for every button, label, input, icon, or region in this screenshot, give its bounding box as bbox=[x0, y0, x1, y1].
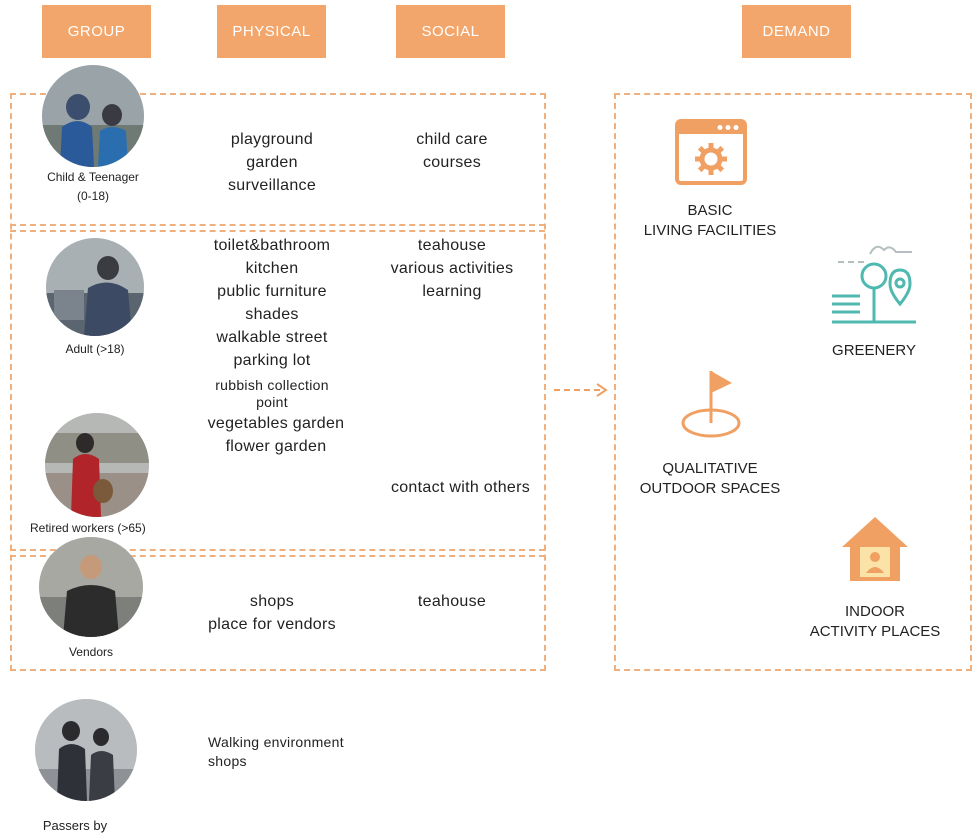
physical-adult-list: toilet&bathroom kitchen public furniture… bbox=[192, 234, 352, 372]
demand-indoor-line2: ACTIVITY PLACES bbox=[809, 623, 941, 640]
physical-item: parking lot bbox=[233, 352, 311, 369]
header-physical: PHYSICAL bbox=[217, 5, 326, 58]
group-matrix-box bbox=[10, 93, 546, 671]
child-teenager-photo bbox=[42, 65, 144, 167]
physical-item: rubbish collection bbox=[215, 377, 329, 393]
physical-item: surveillance bbox=[227, 177, 317, 194]
child-teenager-label: Child & Teenager bbox=[47, 170, 139, 184]
physical-item: garden bbox=[246, 154, 298, 171]
child-teenager-age: (0-18) bbox=[76, 189, 109, 203]
demand-greenery-line1: GREENERY bbox=[832, 342, 916, 359]
retired-workers-label: Retired workers (>65) bbox=[30, 521, 146, 535]
physical-adult-small-list: rubbish collection point bbox=[192, 377, 352, 411]
physical-item: toilet&bathroom bbox=[213, 237, 331, 254]
social-child-list: child care courses bbox=[372, 128, 532, 174]
header-group: GROUP bbox=[42, 5, 151, 58]
physical-item: public furniture bbox=[217, 283, 327, 300]
physical-passers-list: Walking environment shops bbox=[208, 733, 408, 771]
demand-indoor-label: INDOOR ACTIVITY PLACES bbox=[800, 602, 950, 642]
demand-box bbox=[614, 93, 972, 671]
retired-workers-photo bbox=[45, 413, 149, 517]
demand-basic-line1: BASIC bbox=[687, 202, 733, 219]
social-item: various activities bbox=[390, 260, 514, 277]
greenery-icon bbox=[832, 245, 916, 324]
social-item: courses bbox=[422, 154, 482, 171]
physical-child-list: playground garden surveillance bbox=[192, 128, 352, 197]
living-facilities-icon bbox=[675, 119, 747, 185]
passers-by-photo bbox=[35, 699, 137, 801]
demand-outdoor-line2: OUTDOOR SPACES bbox=[639, 480, 781, 497]
physical-item: shops bbox=[208, 753, 247, 769]
social-vendors-list: teahouse bbox=[372, 590, 532, 613]
demand-basic-label: BASIC LIVING FACILITIES bbox=[640, 201, 780, 241]
physical-item: playground bbox=[230, 131, 314, 148]
social-item: contact with others bbox=[390, 479, 531, 496]
physical-item: walkable street bbox=[216, 329, 328, 346]
social-item: learning bbox=[422, 283, 482, 300]
physical-item: shades bbox=[245, 306, 299, 323]
separator-retired-vendors-2 bbox=[10, 555, 545, 557]
physical-item: kitchen bbox=[245, 260, 299, 277]
physical-adult-more-list: vegetables garden flower garden bbox=[196, 412, 356, 458]
adult-photo bbox=[46, 238, 144, 336]
arrow-icon bbox=[554, 383, 608, 397]
separator-child-adult bbox=[10, 224, 545, 226]
separator-child-adult-2 bbox=[10, 230, 545, 232]
physical-item: point bbox=[256, 394, 288, 410]
social-adult-list: teahouse various activities learning bbox=[372, 234, 532, 303]
social-item: teahouse bbox=[417, 237, 487, 254]
physical-item: place for vendors bbox=[208, 616, 336, 633]
physical-item: Walking environment bbox=[208, 734, 344, 750]
separator-retired-vendors bbox=[10, 549, 545, 551]
passers-by-label: Passers by bbox=[42, 818, 108, 833]
social-item: teahouse bbox=[417, 593, 487, 610]
physical-item: shops bbox=[249, 593, 295, 610]
adult-label: Adult (>18) bbox=[65, 342, 125, 356]
vendors-photo bbox=[39, 537, 143, 637]
header-demand: DEMAND bbox=[742, 5, 851, 58]
demand-greenery-label: GREENERY bbox=[804, 341, 944, 361]
physical-vendors-list: shops place for vendors bbox=[192, 590, 352, 636]
indoor-home-icon bbox=[842, 517, 908, 581]
demand-indoor-line1: INDOOR bbox=[845, 603, 905, 620]
physical-item: vegetables garden bbox=[207, 415, 345, 432]
demand-outdoor-label: QUALITATIVE OUTDOOR SPACES bbox=[630, 459, 790, 499]
physical-item: flower garden bbox=[225, 438, 327, 455]
social-retired-list: contact with others bbox=[378, 476, 543, 499]
flag-icon bbox=[681, 371, 741, 438]
vendors-label: Vendors bbox=[68, 645, 114, 659]
social-item: child care bbox=[416, 131, 488, 148]
header-social: SOCIAL bbox=[396, 5, 505, 58]
demand-outdoor-line1: QUALITATIVE bbox=[662, 460, 758, 477]
demand-basic-line2: LIVING FACILITIES bbox=[643, 222, 777, 239]
